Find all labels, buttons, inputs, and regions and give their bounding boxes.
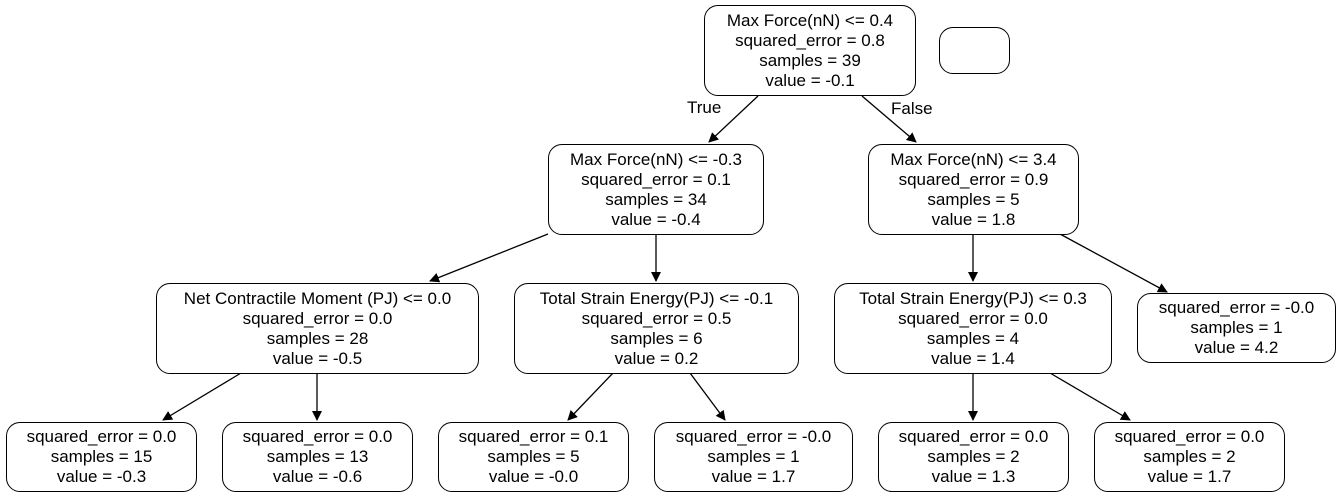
node-squared-error: squared_error = 0.0 (242, 427, 393, 446)
node-samples: samples = 13 (266, 447, 369, 466)
node-samples: samples = 2 (927, 447, 1020, 466)
node-samples: samples = 28 (266, 328, 369, 348)
node-value: value = -0.6 (272, 467, 363, 486)
node-samples: samples = 2 (1143, 447, 1236, 466)
node-samples: samples = 5 (487, 447, 580, 466)
edge-root-right (861, 95, 917, 143)
edge-lr-leaf4 (689, 372, 726, 421)
node-value: value = -0.0 (488, 467, 579, 486)
node-squared-error: squared_error = 0.0 (1114, 427, 1265, 446)
node-squared-error: squared_error = 0.0 (898, 308, 1048, 328)
edge-lr-leaf3 (567, 372, 614, 421)
tree-leaf-right-right: squared_error = -0.0 samples = 1 value =… (1137, 293, 1336, 363)
tree-node-left: Max Force(nN) <= -0.3 squared_error = 0.… (548, 144, 764, 235)
empty-node-box (939, 27, 1010, 74)
node-squared-error: squared_error = -0.0 (1158, 298, 1315, 317)
tree-node-right: Max Force(nN) <= 3.4 squared_error = 0.9… (868, 144, 1079, 235)
node-squared-error: squared_error = 0.0 (242, 308, 393, 328)
edge-label-false: False (891, 99, 933, 118)
node-value: value = -0.4 (611, 209, 701, 229)
node-value: value = 1.7 (1147, 467, 1232, 486)
node-value: value = -0.1 (765, 70, 855, 90)
tree-leaf-6: squared_error = 0.0 samples = 2 value = … (1094, 422, 1285, 492)
tree-leaf-3: squared_error = 0.1 samples = 5 value = … (438, 422, 629, 492)
node-condition: Net Contractile Moment (PJ) <= 0.0 (183, 288, 452, 308)
edge-root-left (708, 95, 759, 143)
tree-node-root: Max Force(nN) <= 0.4 squared_error = 0.8… (704, 5, 916, 96)
node-samples: samples = 1 (1190, 318, 1283, 337)
node-value: value = -0.5 (272, 348, 363, 368)
node-samples: samples = 1 (707, 447, 800, 466)
node-squared-error: squared_error = 0.1 (581, 169, 731, 189)
tree-node-left-right: Total Strain Energy(PJ) <= -0.1 squared_… (514, 283, 799, 374)
node-condition: Total Strain Energy(PJ) <= -0.1 (539, 288, 774, 308)
node-squared-error: squared_error = 0.1 (458, 427, 609, 446)
node-value: value = 1.8 (931, 209, 1016, 229)
node-value: value = 1.7 (711, 467, 796, 486)
edge-left-ll (429, 233, 549, 283)
node-condition: Max Force(nN) <= 0.4 (726, 10, 894, 30)
node-squared-error: squared_error = 0.5 (581, 308, 732, 328)
node-condition: Max Force(nN) <= 3.4 (890, 149, 1057, 169)
tree-leaf-2: squared_error = 0.0 samples = 13 value =… (222, 422, 413, 492)
node-samples: samples = 6 (610, 328, 703, 348)
tree-node-right-left: Total Strain Energy(PJ) <= 0.3 squared_e… (834, 283, 1112, 374)
node-samples: samples = 5 (927, 189, 1020, 209)
node-samples: samples = 34 (605, 189, 707, 209)
tree-leaf-5: squared_error = 0.0 samples = 2 value = … (878, 422, 1069, 492)
node-value: value = 4.2 (1194, 338, 1279, 357)
node-squared-error: squared_error = 0.9 (898, 169, 1049, 189)
edge-right-rr (1059, 233, 1168, 293)
node-squared-error: squared_error = 0.8 (735, 30, 885, 50)
tree-leaf-4: squared_error = -0.0 samples = 1 value =… (654, 422, 853, 492)
tree-leaf-1: squared_error = 0.0 samples = 15 value =… (6, 422, 197, 492)
node-value: value = -0.3 (56, 467, 147, 486)
edge-rl-leaf6 (1049, 372, 1131, 421)
node-squared-error: squared_error = 0.0 (898, 427, 1049, 446)
node-value: value = 0.2 (614, 348, 699, 368)
edge-ll-leaf1 (162, 372, 242, 421)
node-condition: Total Strain Energy(PJ) <= 0.3 (859, 288, 1087, 308)
node-samples: samples = 39 (759, 50, 861, 70)
node-condition: Max Force(nN) <= -0.3 (570, 149, 742, 169)
node-squared-error: squared_error = 0.0 (26, 427, 177, 446)
tree-node-left-left: Net Contractile Moment (PJ) <= 0.0 squar… (156, 283, 479, 374)
edge-label-true: True (687, 98, 722, 117)
node-samples: samples = 4 (926, 328, 1020, 348)
node-samples: samples = 15 (50, 447, 153, 466)
node-squared-error: squared_error = -0.0 (675, 427, 832, 446)
node-value: value = 1.3 (931, 467, 1016, 486)
node-value: value = 1.4 (931, 348, 1015, 368)
